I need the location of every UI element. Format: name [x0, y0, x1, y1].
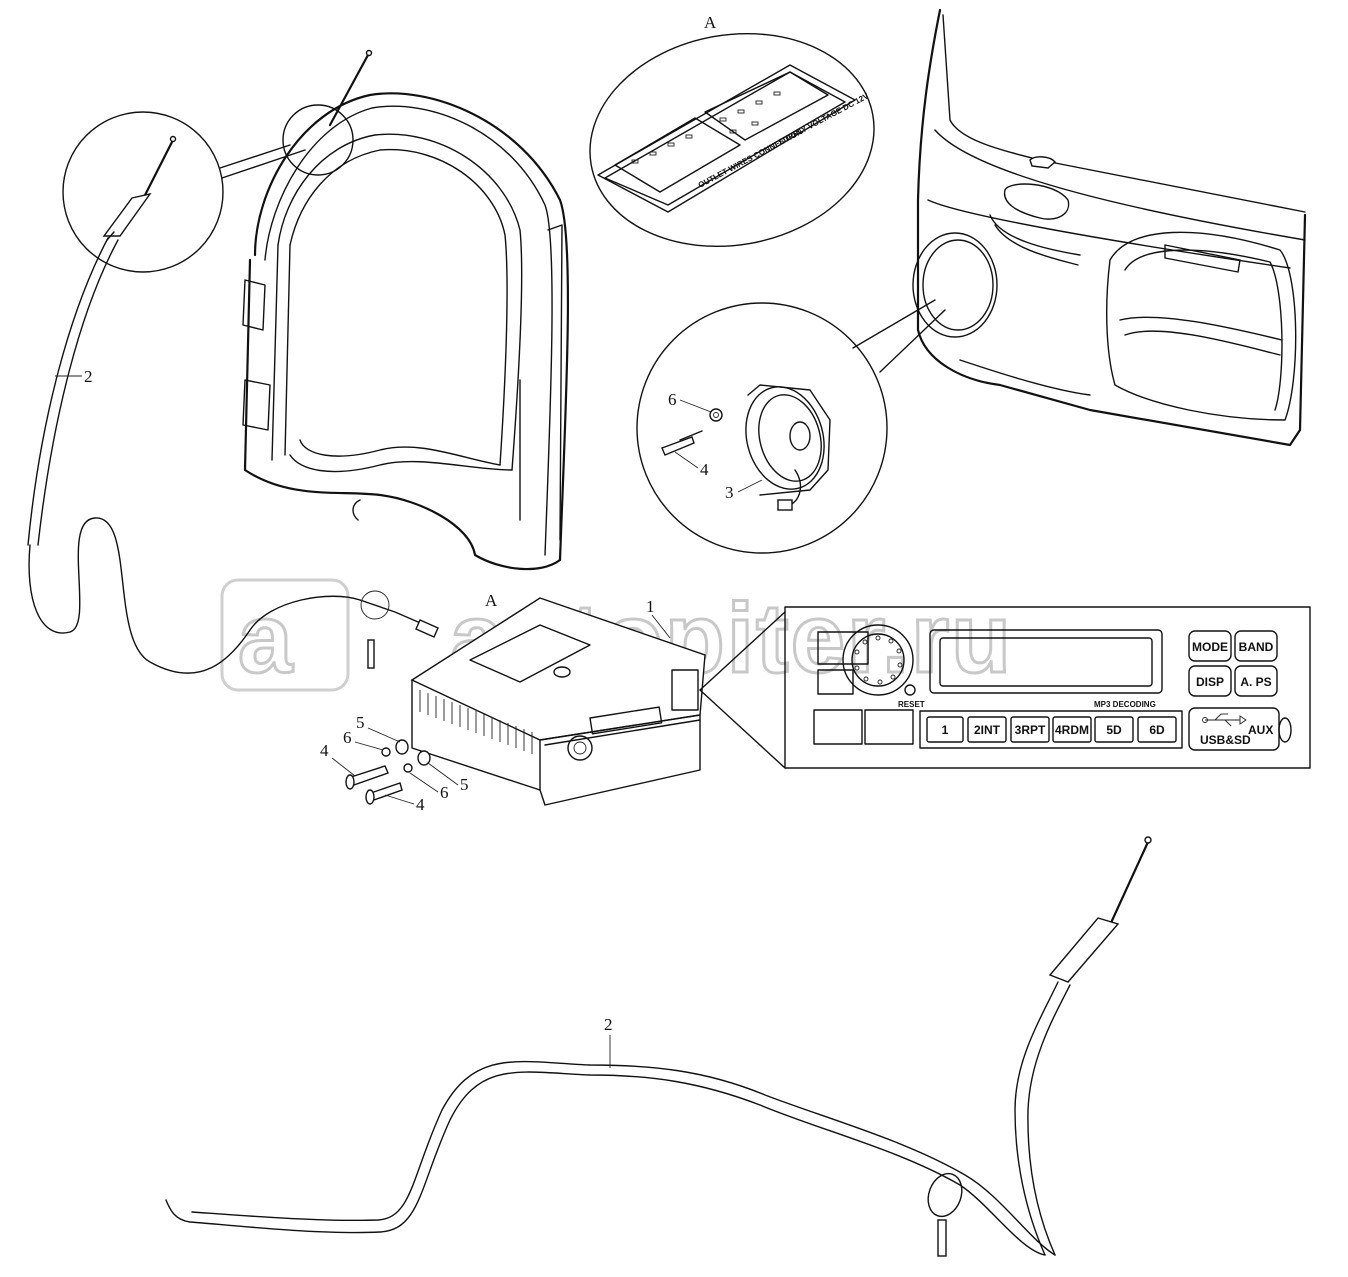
display-screen [939, 637, 1153, 687]
callout-6-left: 6 [343, 728, 352, 747]
callout-4-speaker: 4 [700, 460, 709, 479]
aux-jack[interactable] [1278, 717, 1292, 743]
preset-2-button[interactable]: 2INT [967, 716, 1007, 743]
aux-label: AUX [1248, 723, 1273, 737]
preset-3-button[interactable]: 3RPT [1010, 716, 1050, 743]
preset-1-label: 1 [942, 723, 949, 737]
cd-slot-left [813, 709, 863, 745]
callout-1: 1 [646, 597, 655, 616]
callout-2-bottom: 2 [604, 1015, 613, 1034]
cd-slot-right [864, 709, 914, 745]
callout-2-top: 2 [84, 367, 93, 386]
preset-6-button[interactable]: 6D [1137, 716, 1177, 743]
disp-label: DISP [1196, 675, 1224, 689]
preset-5-button[interactable]: 5D [1094, 716, 1134, 743]
mode-button[interactable]: MODE [1188, 630, 1232, 662]
antenna-detail [62, 111, 306, 273]
aps-label: A. PS [1240, 675, 1271, 689]
disp-button[interactable]: DISP [1188, 665, 1232, 697]
mode-label: MODE [1192, 640, 1228, 654]
callout-a-radio: A [485, 591, 498, 610]
connector-detail: A OUTLET WIRES CONNECTION SUPPLY VOLTAGE… [589, 13, 875, 248]
callout-4-left: 4 [320, 741, 329, 760]
door-frame [242, 49, 570, 571]
callout-3: 3 [725, 483, 734, 502]
radio-face-panel: RESET MP3 DECODING 1 2INT 3RPT 4RDM 5D [784, 606, 1311, 769]
callout-4-right: 4 [416, 795, 425, 814]
callout-5-right: 5 [460, 775, 469, 794]
preset-3-label: 3RPT [1015, 723, 1046, 737]
preset-4-button[interactable]: 4RDM [1052, 716, 1092, 743]
antenna-cable-left [27, 237, 439, 674]
callout-6-right: 6 [440, 783, 449, 802]
callout-5-left: 5 [356, 713, 365, 732]
door-trim-panel [912, 8, 1307, 447]
usb-icon [1202, 713, 1247, 727]
reset-label: RESET [898, 700, 925, 709]
watermark-logo: a [238, 583, 295, 693]
preset-1-button[interactable]: 1 [926, 716, 964, 743]
speaker-detail: 6 4 3 [636, 299, 946, 554]
band-label: BAND [1239, 640, 1274, 654]
mp3-label: MP3 DECODING [1094, 700, 1156, 709]
preset-4-label: 4RDM [1055, 723, 1089, 737]
usb-sd-label: USB&SD [1200, 733, 1251, 747]
connector-label-1: SUPPLY VOLTAGE DC 12V [777, 91, 871, 147]
preset-5-label: 5D [1106, 723, 1122, 737]
callout-6-speaker: 6 [668, 390, 677, 409]
radio-unit: A 1 [410, 591, 786, 806]
callout-a-top: A [704, 13, 717, 32]
preset-6-label: 6D [1149, 723, 1165, 737]
volume-knob[interactable] [842, 624, 914, 696]
radio-fasteners: 5 6 4 5 6 4 [320, 713, 469, 814]
band-button[interactable]: BAND [1234, 630, 1278, 662]
reset-button[interactable] [904, 684, 916, 696]
antenna-assembly-bottom: 2 [165, 836, 1152, 1257]
preset-2-label: 2INT [974, 723, 1001, 737]
aps-button[interactable]: A. PS [1234, 665, 1278, 697]
